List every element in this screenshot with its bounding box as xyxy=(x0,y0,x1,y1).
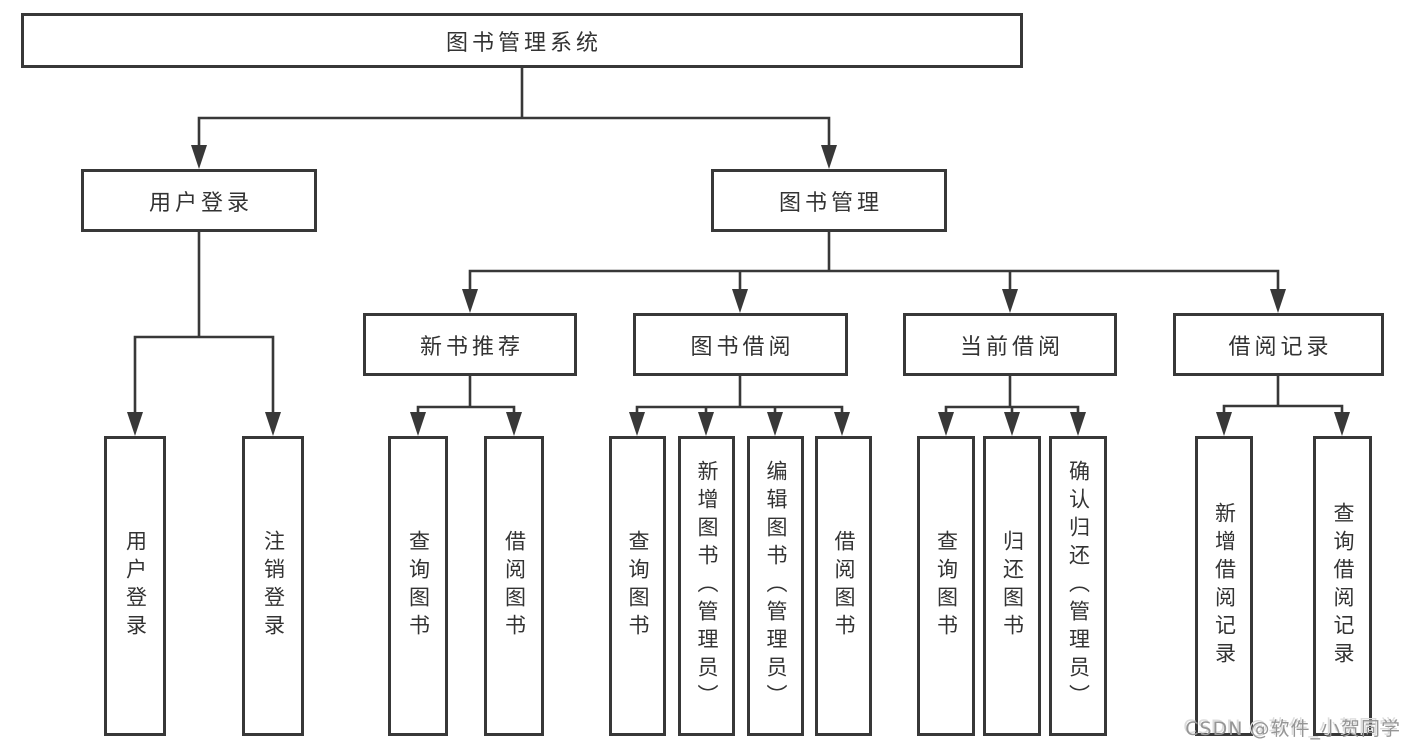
leaf-label: 查询图书 xyxy=(406,530,431,642)
leaf-borrow-books-2: 借阅图书 xyxy=(815,436,872,736)
connector-line xyxy=(133,335,275,413)
leaf-query-books-3: 查询图书 xyxy=(917,436,975,736)
leaf-label: 借阅图书 xyxy=(502,530,527,642)
node-root: 图书管理系统 xyxy=(21,13,1023,68)
csdn-watermark: CSDN @软件_小贺同学 xyxy=(1185,718,1401,740)
arrow-down-icon xyxy=(1070,412,1086,436)
connector-newbooks-to-leaves xyxy=(410,376,522,436)
arrow-down-icon xyxy=(834,412,850,436)
connector-line xyxy=(197,116,831,146)
node-label: 新书推荐 xyxy=(419,334,524,360)
arrow-down-icon xyxy=(265,412,281,436)
leaf-label: 注销登录 xyxy=(261,530,286,642)
leaf-label: 借阅图书 xyxy=(832,530,856,642)
arrow-down-icon xyxy=(1270,289,1286,313)
arrow-down-icon xyxy=(767,412,783,436)
arrow-down-icon xyxy=(1002,289,1018,313)
arrow-down-icon xyxy=(1004,412,1020,436)
connector-records-to-leaves xyxy=(1216,376,1350,436)
connector-line xyxy=(1222,404,1344,413)
arrow-down-icon xyxy=(732,289,748,313)
arrow-down-icon xyxy=(191,145,207,169)
arrow-down-icon xyxy=(1216,412,1232,436)
leaf-label: 编辑图书（管理员） xyxy=(764,460,788,712)
connector-borrow-to-leaves xyxy=(629,376,850,436)
leaf-return-books: 归还图书 xyxy=(983,436,1041,736)
node-label: 图书管理 xyxy=(778,190,883,216)
arrow-down-icon xyxy=(821,145,837,169)
connector-line xyxy=(416,405,516,413)
connector-userlogin-to-leaves xyxy=(127,232,281,436)
arrow-down-icon xyxy=(1334,412,1350,436)
leaf-label: 确认归还（管理员） xyxy=(1066,460,1091,712)
arrow-down-icon xyxy=(698,412,714,436)
leaf-label: 查询图书 xyxy=(934,530,959,642)
arrow-down-icon xyxy=(938,412,954,436)
node-user-login-group: 用户登录 xyxy=(81,169,317,232)
leaf-label: 查询图书 xyxy=(626,530,650,642)
leaf-label: 新增图书（管理员） xyxy=(695,460,719,712)
arrow-down-icon xyxy=(506,412,522,436)
arrow-down-icon xyxy=(629,412,645,436)
arrow-down-icon xyxy=(410,412,426,436)
leaf-query-books-2: 查询图书 xyxy=(609,436,666,736)
connector-current-to-leaves xyxy=(938,376,1086,436)
leaf-label: 归还图书 xyxy=(1000,530,1025,642)
node-book-borrow: 图书借阅 xyxy=(633,313,848,376)
leaf-add-books-admin: 新增图书（管理员） xyxy=(678,436,735,736)
node-borrow-records: 借阅记录 xyxy=(1173,313,1384,376)
leaf-edit-books-admin: 编辑图书（管理员） xyxy=(747,436,804,736)
node-label: 当前借阅 xyxy=(959,334,1064,360)
leaf-query-books-1: 查询图书 xyxy=(388,436,448,736)
leaf-logout: 注销登录 xyxy=(242,436,304,736)
arrow-down-icon xyxy=(127,412,143,436)
leaf-borrow-books-1: 借阅图书 xyxy=(484,436,544,736)
node-book-management: 图书管理 xyxy=(711,169,947,232)
leaf-label: 新增借阅记录 xyxy=(1212,502,1237,670)
arrow-down-icon xyxy=(462,289,478,313)
leaf-label: 用户登录 xyxy=(123,530,148,642)
connector-root-to-level2 xyxy=(191,68,837,169)
leaf-label: 查询借阅记录 xyxy=(1331,502,1355,670)
node-current-borrow: 当前借阅 xyxy=(903,313,1117,376)
node-root-label: 图书管理系统 xyxy=(445,30,602,56)
leaf-confirm-return-admin: 确认归还（管理员） xyxy=(1049,436,1107,736)
connector-line xyxy=(468,269,1280,290)
leaf-user-login: 用户登录 xyxy=(104,436,166,736)
connector-bookmgmt-to-level3 xyxy=(462,232,1286,313)
connector-line xyxy=(635,405,844,413)
node-label: 图书借阅 xyxy=(690,334,795,360)
leaf-query-borrow-record: 查询借阅记录 xyxy=(1313,436,1372,736)
node-label: 借阅记录 xyxy=(1228,334,1333,360)
node-label: 用户登录 xyxy=(148,190,253,216)
leaf-add-borrow-record: 新增借阅记录 xyxy=(1195,436,1253,736)
node-new-book-recommend: 新书推荐 xyxy=(363,313,577,376)
